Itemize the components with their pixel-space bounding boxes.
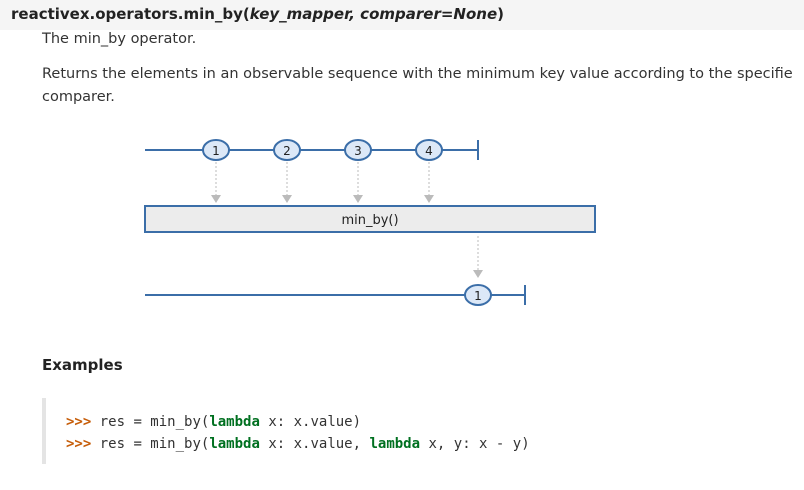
output-marble-1-label: 1 [474,289,482,303]
code-example-block: >>> res = min_by(lambda x: x.value) >>> … [42,398,804,464]
description-line-2: comparer. [42,89,115,105]
code-text: res = min_by( [91,414,210,430]
signature-suffix: ) [497,5,504,23]
code-prompt: >>> [66,436,92,452]
code-text: x, y: x - y) [420,436,530,452]
input-marble-1-label: 1 [212,144,220,158]
marble-diagram: 1 2 3 4 min_by() 1 [144,139,596,306]
operator-box [144,205,596,233]
arrowhead-4 [424,195,434,203]
arrowhead-3 [353,195,363,203]
code-text: x: x.value) [259,414,362,430]
code-keyword: lambda [369,436,421,452]
api-signature: reactivex.operators.min_by(key_mapper, c… [11,5,504,23]
output-marble-1: 1 [464,284,492,306]
api-signature-bar: reactivex.operators.min_by(key_mapper, c… [0,0,804,30]
description-line-1: Returns the elements in an observable se… [42,66,793,82]
input-marble-1: 1 [202,139,230,161]
input-marble-4-label: 4 [425,144,433,158]
input-arrows [215,162,430,196]
input-marble-4: 4 [415,139,443,161]
arrowhead-2 [282,195,292,203]
examples-heading: Examples [42,356,123,374]
signature-prefix: reactivex.operators.min_by( [11,5,250,23]
code-keyword: lambda [209,436,260,452]
input-marble-3-label: 3 [354,144,362,158]
input-marble-2: 2 [273,139,301,161]
summary-text: The min_by operator. [42,31,197,47]
code-prompt: >>> [66,414,92,430]
arrowhead-1 [211,195,221,203]
input-marble-2-label: 2 [283,144,291,158]
code-text: x: x.value, [259,436,370,452]
output-arrowhead [473,270,483,278]
code-line-2: >>> res = min_by(lambda x: x.value, lamb… [66,436,530,452]
input-marble-3: 3 [344,139,372,161]
input-arrowheads [211,195,434,203]
description-text: Returns the elements in an observable se… [42,63,793,109]
operator-label: min_by() [341,213,398,228]
signature-params: key_mapper, comparer=None [249,5,498,23]
code-text: res = min_by( [91,436,210,452]
code-line-1: >>> res = min_by(lambda x: x.value) [66,414,361,430]
code-keyword: lambda [209,414,260,430]
